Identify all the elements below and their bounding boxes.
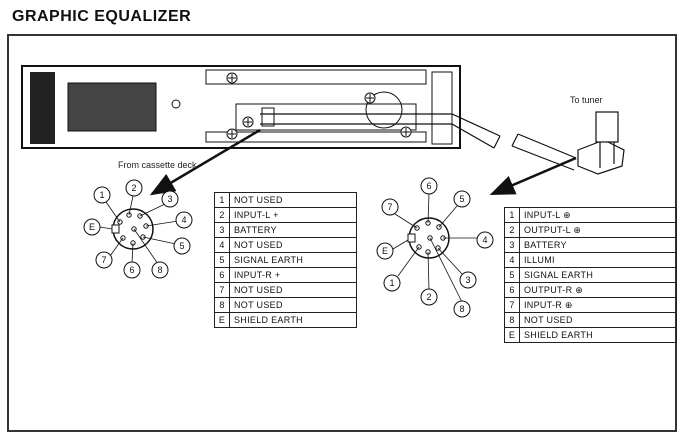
pin-function-cell: INPUT-R ⊕ (519, 297, 677, 313)
pin-function-cell: NOT USED (229, 282, 357, 298)
pin-number-cell: 6 (214, 267, 230, 283)
pin-label: 3 (167, 194, 172, 204)
pin-label: 8 (459, 304, 464, 314)
pin-label: 1 (99, 190, 104, 200)
pin-function-cell: SIGNAL EARTH (519, 267, 677, 283)
pin-function-cell: ILLUMI (519, 252, 677, 268)
pin-function-cell: OUTPUT-R ⊕ (519, 282, 677, 298)
tuner-plug (577, 111, 625, 175)
pin-function-cell: INPUT-R + (229, 267, 357, 283)
pin-function-cell: BATTERY (229, 222, 357, 238)
pin-number-cell: 6 (504, 282, 520, 298)
screw-icon (226, 72, 412, 140)
pin-function-cell: SIGNAL EARTH (229, 252, 357, 268)
pin-label: E (89, 222, 95, 232)
pin-number-cell: 5 (504, 267, 520, 283)
pin-label: 8 (157, 265, 162, 275)
pin-label: E (382, 246, 388, 256)
pin-number-cell: E (214, 312, 230, 328)
pin-number-cell: 1 (504, 207, 520, 223)
pin-number-cell: 3 (214, 222, 230, 238)
pin-function-cell: INPUT-L ⊕ (519, 207, 677, 223)
cassette-caption: From cassette deck (118, 160, 197, 170)
pin-number-cell: 4 (504, 252, 520, 268)
pin-number-cell: 7 (214, 282, 230, 298)
right-din-connector: 1 2 3 4 5 6 7 8 E (376, 177, 494, 318)
pin-function-cell: SHIELD EARTH (519, 327, 677, 343)
pin-number-cell: 7 (504, 297, 520, 313)
pin-number-cell: 2 (504, 222, 520, 238)
pin-number-cell: 1 (214, 192, 230, 208)
equalizer-unit (21, 65, 461, 149)
pin-number-cell: 8 (214, 297, 230, 313)
pin-function-cell: OUTPUT-L ⊕ (519, 222, 677, 238)
pin-function-cell: SHIELD EARTH (229, 312, 357, 328)
pin-function-cell: NOT USED (519, 312, 677, 328)
arrow-to-right-connector (489, 156, 577, 196)
pin-number-cell: 4 (214, 237, 230, 253)
pin-function-cell: INPUT-L + (229, 207, 357, 223)
pin-function-cell: NOT USED (229, 297, 357, 313)
pin-label: 7 (101, 255, 106, 265)
pin-function-cell: BATTERY (519, 237, 677, 253)
pin-number-cell: 3 (504, 237, 520, 253)
tuner-caption: To tuner (570, 95, 603, 105)
pin-label: 5 (459, 194, 464, 204)
pin-number-cell: 8 (504, 312, 520, 328)
pin-label: 5 (179, 241, 184, 251)
tuner-cable (260, 113, 577, 171)
pin-label: 7 (387, 202, 392, 212)
pin-function-cell: NOT USED (229, 192, 357, 208)
pin-label: 6 (129, 265, 134, 275)
pin-number-cell: 2 (214, 207, 230, 223)
pin-label: 2 (426, 292, 431, 302)
pin-number-cell: 5 (214, 252, 230, 268)
left-din-connector: 1 2 3 4 5 6 7 8 E (83, 179, 193, 279)
pin-label: 4 (181, 215, 186, 225)
pin-label: 3 (465, 275, 470, 285)
pin-label: 2 (131, 183, 136, 193)
pin-function-cell: NOT USED (229, 237, 357, 253)
pin-number-cell: E (504, 327, 520, 343)
page-title: GRAPHIC EQUALIZER (12, 8, 192, 25)
arrow-to-left-connector (149, 128, 261, 196)
pin-label: 1 (389, 278, 394, 288)
pin-label: 6 (426, 181, 431, 191)
pin-label: 4 (482, 235, 487, 245)
